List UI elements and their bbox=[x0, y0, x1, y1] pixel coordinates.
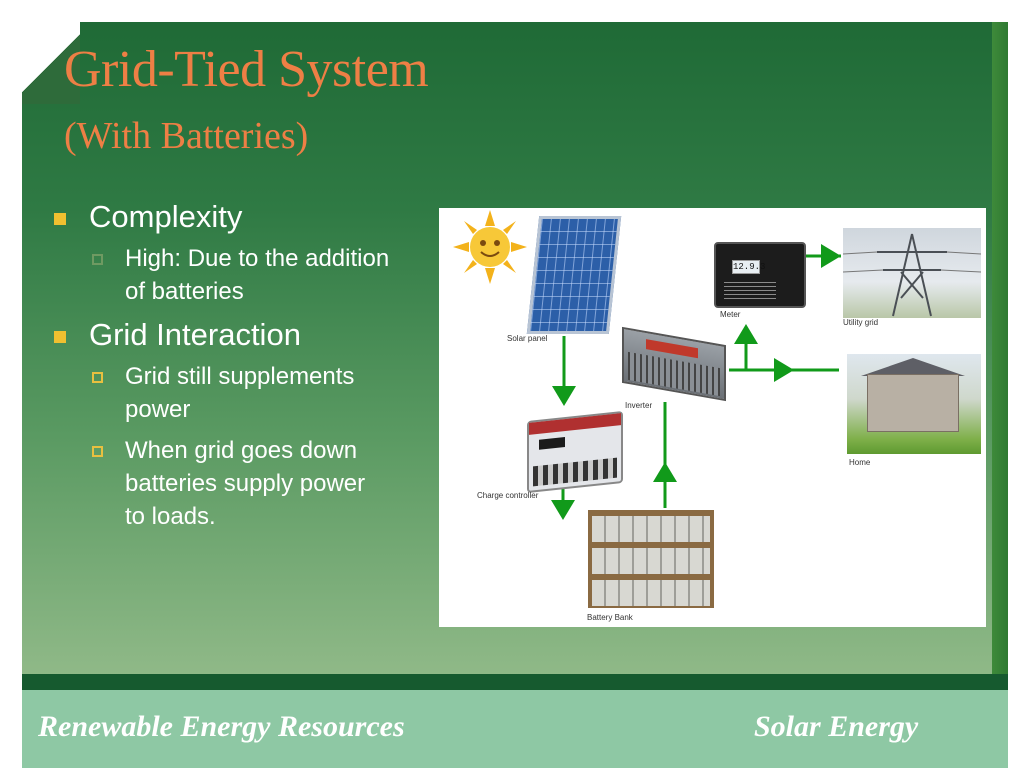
charge-controller-label: Charge controller bbox=[477, 491, 539, 500]
sun-icon bbox=[453, 210, 527, 284]
sub-bullet-line: When grid goes down bbox=[125, 437, 358, 464]
utility-grid-image bbox=[842, 228, 982, 318]
house-roof bbox=[861, 358, 965, 376]
sub-bullet-grid-down: When grid goes down batteries supply pow… bbox=[48, 434, 438, 533]
sub-bullet-supplements: Grid still supplements power bbox=[48, 360, 438, 426]
hollow-square-bullet-icon bbox=[92, 372, 103, 383]
battery-row bbox=[592, 516, 710, 542]
system-diagram: Solar panel 12.9.3 Meter Utility grid In… bbox=[439, 208, 986, 627]
battery-row bbox=[592, 580, 710, 606]
slide-title: Grid-Tied System bbox=[64, 41, 429, 98]
bullet-label: Grid Interaction bbox=[89, 317, 301, 352]
battery-bank-image bbox=[588, 510, 714, 608]
meter-text-lines bbox=[724, 282, 776, 300]
bullet-list: Complexity High: Due to the addition of … bbox=[48, 198, 438, 541]
inverter-label: Inverter bbox=[625, 401, 653, 410]
slide-subtitle: (With Batteries) bbox=[64, 115, 309, 157]
meter-label: Meter bbox=[720, 310, 741, 319]
bottom-band-decoration bbox=[22, 674, 1008, 690]
battery-row bbox=[592, 548, 710, 574]
meter-display: 12.9.3 bbox=[732, 260, 766, 274]
square-bullet-icon bbox=[54, 213, 66, 225]
home-label: Home bbox=[849, 458, 871, 467]
sub-bullet-line: to loads. bbox=[125, 503, 216, 530]
footer-band: Renewable Energy Resources Solar Energy bbox=[22, 690, 1008, 768]
footer-course-title: Renewable Energy Resources bbox=[38, 710, 405, 743]
flow-arrows bbox=[551, 244, 841, 520]
hollow-square-bullet-icon bbox=[92, 446, 103, 457]
sub-bullet-line: Grid still supplements bbox=[125, 363, 355, 390]
sub-bullet-high: High: Due to the addition of batteries bbox=[48, 242, 438, 308]
sub-bullet-line: of batteries bbox=[125, 278, 244, 305]
right-stripe-decoration bbox=[992, 22, 1008, 690]
square-bullet-icon bbox=[54, 331, 66, 343]
home-image bbox=[847, 354, 981, 454]
footer-topic: Solar Energy bbox=[754, 710, 919, 743]
sub-bullet-line: High: Due to the addition bbox=[125, 245, 390, 272]
inverter-badge bbox=[646, 339, 698, 359]
charger-terminals bbox=[533, 457, 617, 487]
corner-fold-decoration bbox=[22, 22, 80, 104]
solar-panel-label: Solar panel bbox=[507, 334, 548, 343]
sub-bullet-line: power bbox=[125, 396, 191, 423]
solar-panel-image bbox=[526, 216, 622, 334]
bullet-grid-interaction: Grid Interaction bbox=[48, 316, 438, 354]
bullet-label: Complexity bbox=[89, 199, 243, 234]
charger-display bbox=[539, 437, 565, 450]
sub-bullet-line: batteries supply power bbox=[125, 470, 366, 497]
meter-image: 12.9.3 bbox=[714, 242, 806, 308]
power-tower-icon bbox=[842, 233, 982, 317]
house-body bbox=[867, 374, 959, 432]
battery-bank-label: Battery Bank bbox=[587, 613, 633, 622]
utility-grid-label: Utility grid bbox=[843, 318, 879, 327]
hollow-square-bullet-icon bbox=[92, 254, 103, 265]
bullet-complexity: Complexity bbox=[48, 198, 438, 236]
charge-controller-image bbox=[527, 410, 623, 494]
